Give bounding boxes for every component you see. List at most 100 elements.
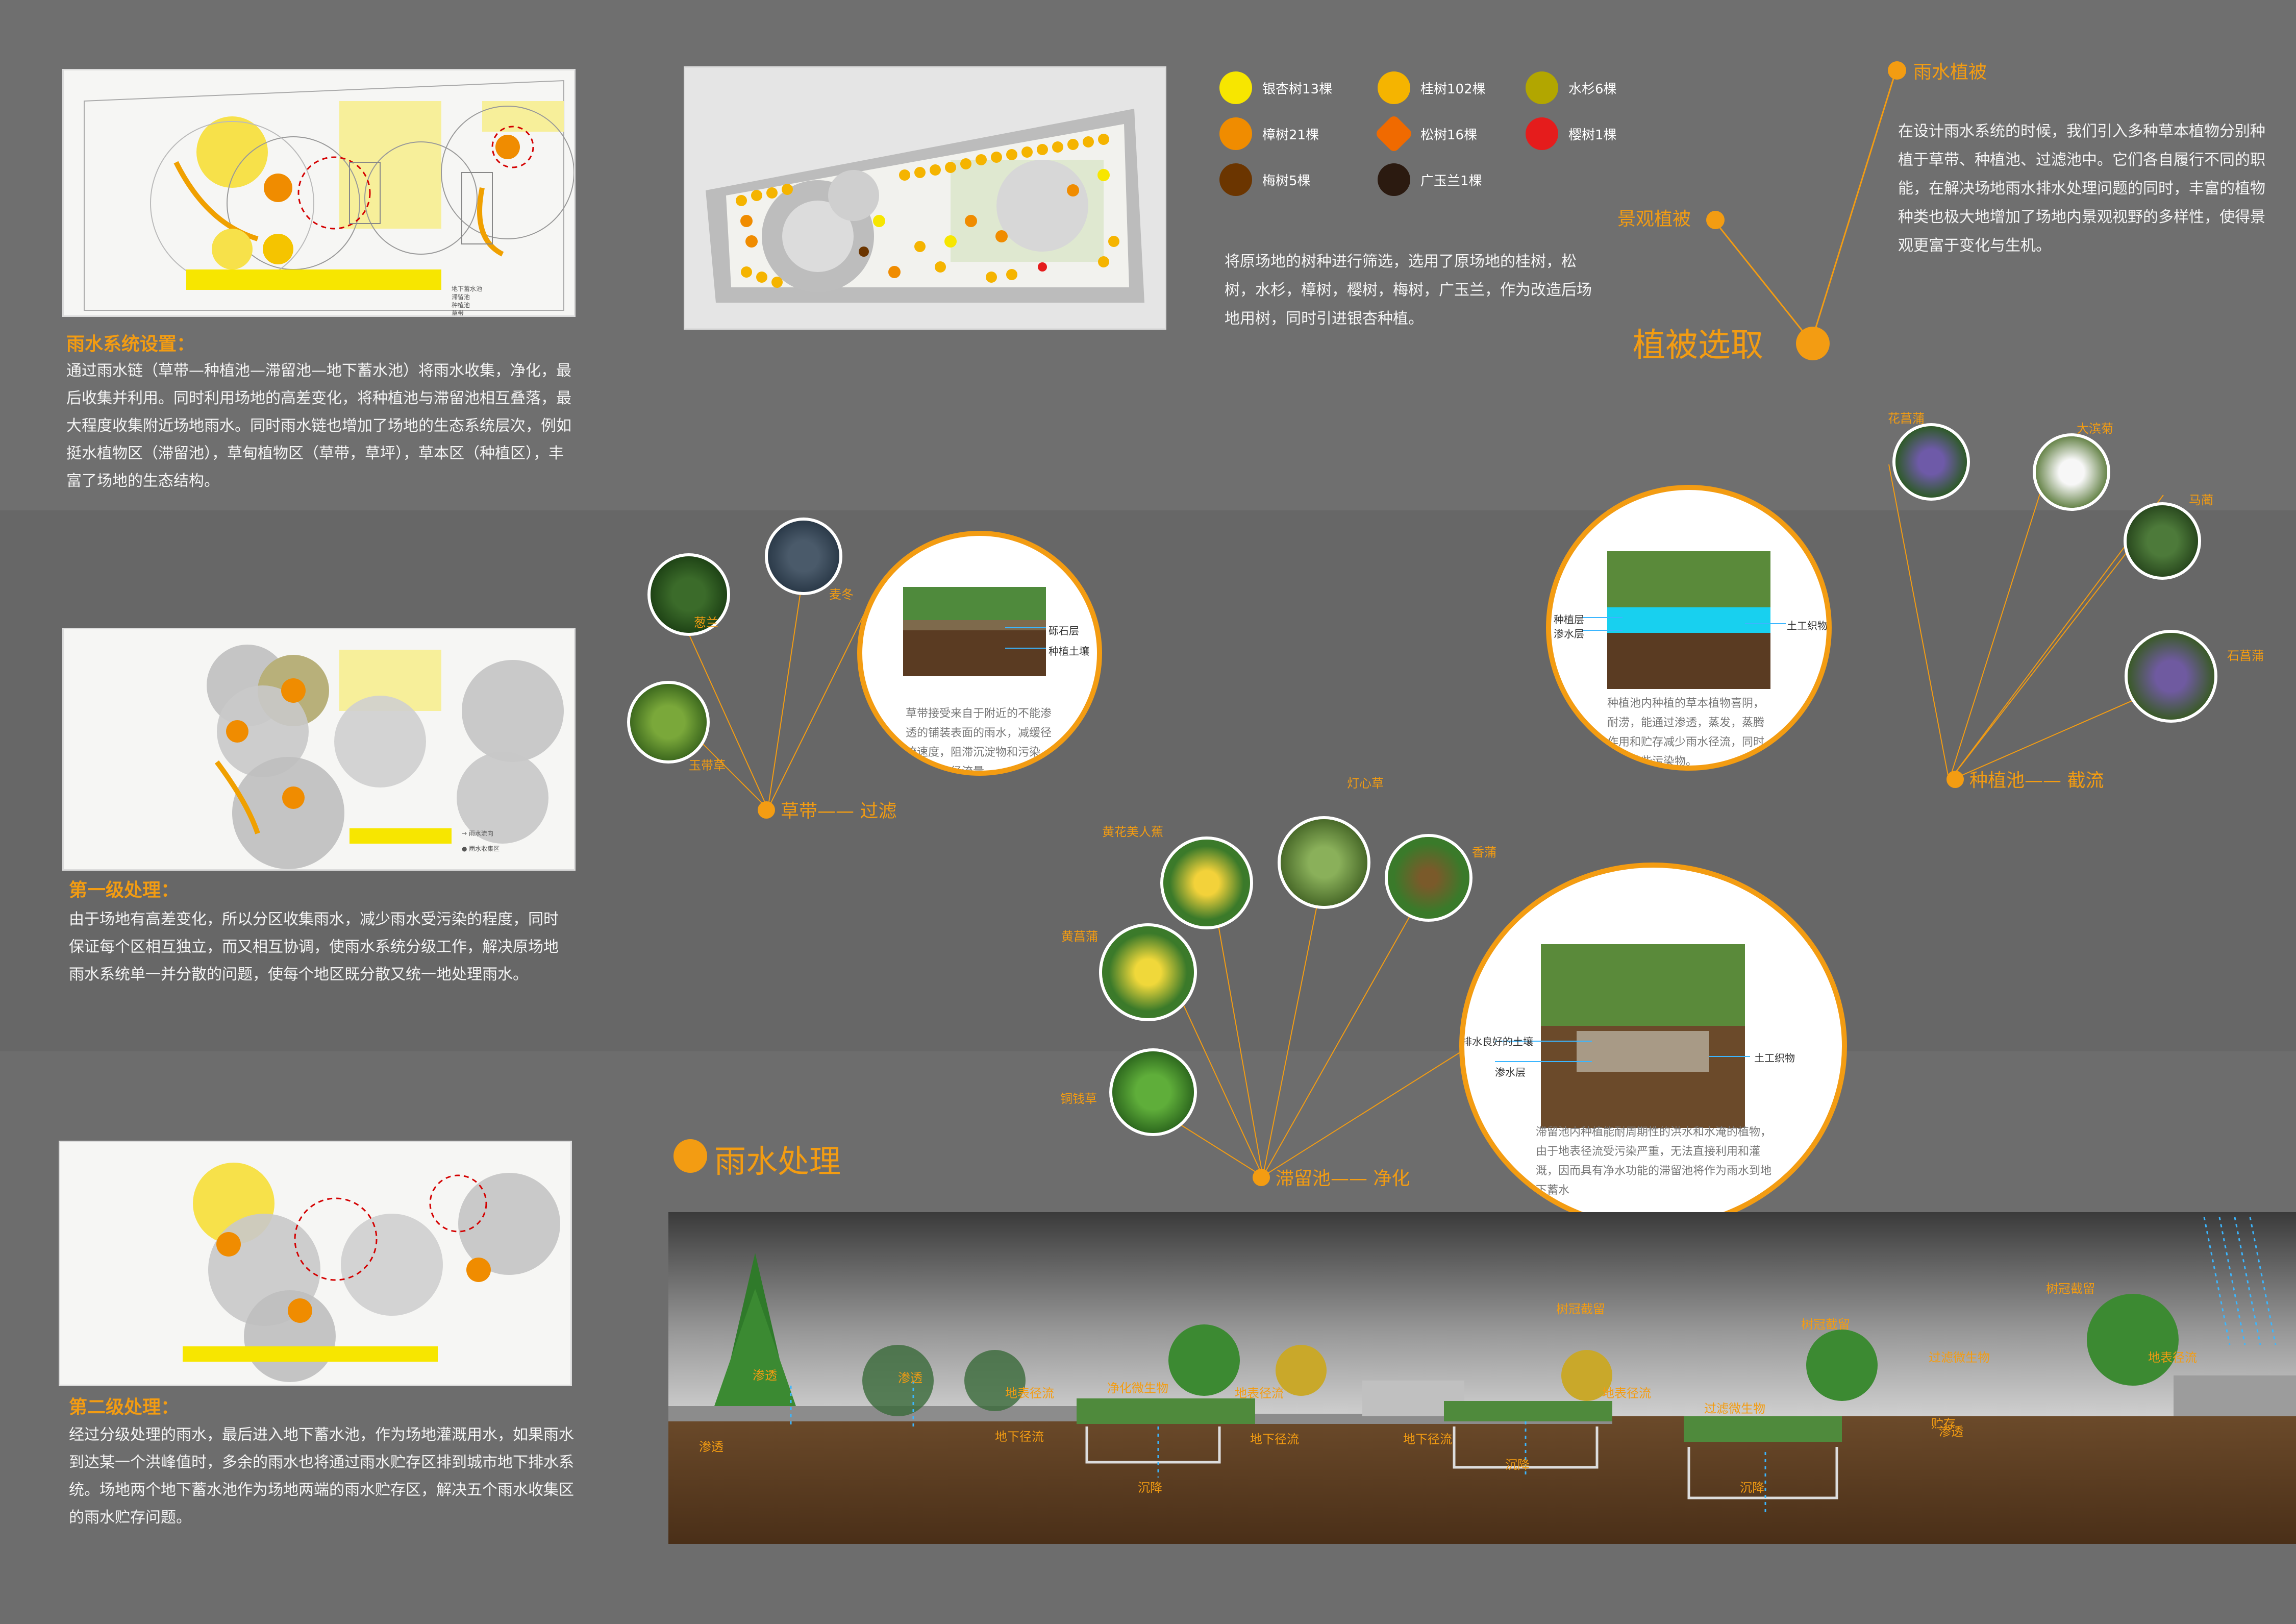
site-plan-1-drawing <box>64 70 574 315</box>
map2-legend-label: 雨水流向 <box>468 830 493 837</box>
grassband-caption: 草带接受来自于附近的不能渗透的铺装表面的雨水，减缓径流速度，阻滞沉淀物和污染物，… <box>906 707 1052 776</box>
legend-label: 银杏树13棵 <box>1262 81 1333 97</box>
cherry-swatch <box>1526 117 1558 150</box>
plant-thumb-hydrocotyle <box>1112 1051 1194 1133</box>
section-elevation-drawing <box>668 1212 2296 1544</box>
plant-thumb-juncus <box>1281 819 1367 906</box>
tree-legend-magnolia: 广玉兰1棵 <box>1378 163 1482 196</box>
legend-label: 松树16棵 <box>1420 127 1478 143</box>
plant-thumb-typha <box>1388 837 1469 919</box>
plant-label-typha: 香蒲 <box>1472 845 1496 859</box>
osmanthus-swatch <box>1378 71 1410 104</box>
plant-thumb-zephyranthes <box>651 556 727 633</box>
pine-swatch <box>1374 114 1414 154</box>
legend-label: 水杉6棵 <box>1568 81 1617 97</box>
tree-legend-plum: 梅树5棵 <box>1219 163 1311 196</box>
rain-label-infiltration: 渗透 <box>753 1368 777 1383</box>
magnolia-swatch <box>1378 163 1410 196</box>
tree-legend-cherry: 樱树1棵 <box>1526 117 1617 150</box>
plant-label-ophiopogon: 麦冬 <box>829 587 854 602</box>
grassband-node <box>758 801 775 819</box>
rain-label-infiltration: 渗透 <box>898 1371 922 1385</box>
plant-thumb-iris-lactea <box>2127 505 2198 577</box>
rain-label-canopy-interception: 树冠截留 <box>1801 1317 1850 1332</box>
tree-legend-osmanthus: 桂树102棵 <box>1378 71 1486 104</box>
site-plan-map-2: → 雨水流向 ● 雨水收集区 <box>62 628 576 871</box>
section2-title: 第一级处理： <box>69 880 180 901</box>
planter-node <box>1946 771 1964 788</box>
map1-legend: 地下蓄水池 滞留池 种植池 草带 <box>452 285 483 317</box>
planter-caption: 种植池内种植的草本植物喜阴，耐涝，能通过渗透，蒸发，蒸腾作用和贮存减少雨水径流，… <box>1607 697 1765 768</box>
plant-label-iris-ensata: 花菖蒲 <box>1888 411 1925 426</box>
map2-legend: → 雨水流向 ● 雨水收集区 <box>462 826 500 856</box>
site-plan-3-drawing <box>60 1142 570 1385</box>
site-plan-2-drawing <box>64 629 574 869</box>
rain-label-canopy-interception: 树冠截留 <box>1556 1302 1605 1316</box>
plant-thumb-canna <box>1163 840 1250 926</box>
tree-legend-ginkgo: 银杏树13棵 <box>1219 71 1332 104</box>
tree-legend-metasequoia: 水杉6棵 <box>1526 71 1617 104</box>
section3-text: 经过分级处理的雨水，最后进入地下蓄水池，作为场地灌溉用水，如果雨水到达某一个洪峰… <box>69 1426 574 1527</box>
rain-label-settling: 沉降 <box>1740 1481 1764 1495</box>
rain-treatment-title-dot <box>673 1139 707 1173</box>
rain-label-filtration: 过滤微生物 <box>1929 1350 1990 1365</box>
retention-caption: 滞留池内种植能耐周期性的洪水和水淹的植物，由于地表径流受污染严重，无法直接利用和… <box>1536 1126 1772 1197</box>
map1-legend-item: 草带 <box>452 310 464 317</box>
legend-label: 广玉兰1棵 <box>1420 173 1482 189</box>
vegetation-connector-lines <box>1712 70 1897 342</box>
grassband-label: 草带—— 过滤 <box>781 801 897 822</box>
section2-text: 由于场地有高差变化，所以分区收集雨水，减少雨水受污染的程度，同时保证每个区相互独… <box>69 911 559 983</box>
plant-thumb-leucanthemum <box>2036 436 2107 508</box>
plant-label-acorus: 石菖蒲 <box>2227 649 2264 663</box>
plant-thumb-iris-pseudacorus <box>1102 926 1194 1018</box>
rain-label-surface-runoff: 地表径流 <box>1602 1386 1651 1400</box>
rain-label-subsurface-flow: 地下径流 <box>1250 1432 1299 1446</box>
map1-legend-item: 地下蓄水池 <box>452 285 483 292</box>
retention-layer-soil: 排水良好的土壤 <box>1462 1036 1533 1048</box>
grassband-detail-circle: 砾石层 种植土壤 草带接受来自于附近的不能渗透的铺装表面的雨水，减缓径流速度，阻… <box>857 531 1102 776</box>
grassband-layer-soil: 种植土壤 <box>1049 645 1089 657</box>
retention-section-drawing <box>1495 944 1750 1128</box>
tree-selection-text: 将原场地的树种进行筛选，选用了原场地的桂树，松树，水杉，樟树，樱树，梅树，广玉兰… <box>1225 253 1592 328</box>
legend-label: 樟树21棵 <box>1262 127 1319 143</box>
map1-legend-item: 种植池 <box>452 302 470 309</box>
rain-label-purification: 净化微生物 <box>1107 1381 1168 1395</box>
vegetation-selection-text: 在设计雨水系统的时候，我们引入多种草本植物分别种植于草带、种植池、过滤池中。它们… <box>1898 122 2265 255</box>
landscape-vegetation-label: 景观植被 <box>1617 209 1691 230</box>
section1-text: 通过雨水链（草带—种植池—滞留池—地下蓄水池）将雨水收集，净化，最后收集并利用。… <box>66 362 571 490</box>
section-elevation-panel: 渗透 渗透 渗透 沉降 沉降 沉降 地下径流 地下径流 地下径流 贮存 渗透 树… <box>668 1212 2296 1544</box>
plant-thumb-acorus <box>2128 633 2214 720</box>
plant-label-ribbon-grass: 玉带草 <box>689 758 726 773</box>
tree-legend-pine: 松树16棵 <box>1374 114 1478 154</box>
planter-label: 种植池—— 截流 <box>1969 770 2104 791</box>
plum-swatch <box>1219 163 1252 196</box>
map2-legend-label: 雨水收集区 <box>469 845 500 852</box>
rain-label-filtration: 过滤微生物 <box>1704 1401 1765 1416</box>
map1-legend-item: 滞留池 <box>452 293 470 301</box>
rain-vegetation-label: 雨水植被 <box>1913 62 1987 83</box>
site-plan-map-1: 地下蓄水池 滞留池 种植池 草带 <box>62 69 576 317</box>
rain-label-surface-runoff: 地表径流 <box>1005 1386 1054 1400</box>
site-plan-map-3 <box>59 1141 572 1386</box>
plant-label-hydrocotyle: 铜钱草 <box>1060 1092 1097 1106</box>
camphor-swatch <box>1219 117 1252 150</box>
section1-title: 雨水系统设置： <box>66 334 195 355</box>
plant-label-juncus: 灯心草 <box>1347 776 1384 791</box>
planter-section-drawing <box>1582 551 1786 689</box>
planter-layer-planting: 种植层 <box>1554 613 1584 626</box>
rain-label-subsurface-flow: 地下径流 <box>1403 1432 1452 1446</box>
legend-label: 梅树5棵 <box>1262 173 1311 189</box>
plant-label-iris-lactea: 马蔺 <box>2189 493 2213 507</box>
metasequoia-swatch <box>1526 71 1558 104</box>
section3-title: 第二级处理： <box>69 1397 180 1418</box>
ginkgo-swatch <box>1219 71 1252 104</box>
tree-plan-map <box>684 66 1166 330</box>
plant-label-leucanthemum: 大滨菊 <box>2077 422 2113 436</box>
retention-detail-circle: 排水良好的土壤 渗水层 土工织物 滞留池内种植能耐周期性的洪水和水淹的植物，由于… <box>1459 863 1847 1230</box>
landscape-vegetation-node <box>1706 211 1725 229</box>
tree-legend-camphor: 樟树21棵 <box>1219 117 1319 150</box>
plant-label-iris-pseudacorus: 黄菖蒲 <box>1061 929 1098 944</box>
rain-treatment-title: 雨水处理 <box>714 1143 841 1180</box>
map2-legend-item: ● 雨水收集区 <box>462 845 500 852</box>
rain-label-surface-runoff: 地表径流 <box>2148 1350 2197 1365</box>
